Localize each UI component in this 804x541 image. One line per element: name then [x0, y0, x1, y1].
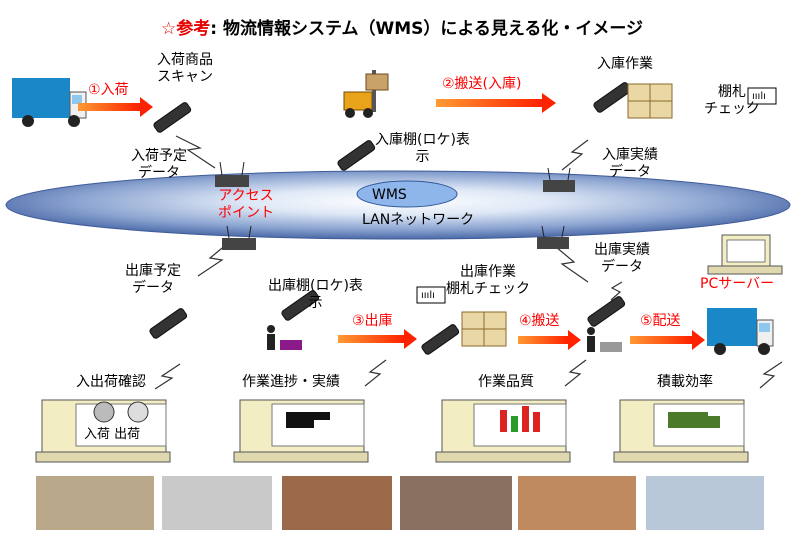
router-icon: [222, 225, 256, 250]
monitor-title: 積載効率: [657, 374, 713, 390]
inbound-plan-label: 入荷予定 データ: [131, 148, 187, 181]
wms-bubble: [356, 180, 458, 208]
step-delivery: ⑤配送: [640, 313, 681, 329]
arrow-transport-out: [518, 330, 581, 350]
pc-server-icon: [707, 234, 783, 275]
tag-box-icon: [747, 87, 777, 105]
wireless-links: [154, 135, 783, 390]
handheld-scanner-icon: [421, 324, 460, 355]
tag-icon-text: ııılı: [421, 290, 435, 301]
bar-chart-icon: [500, 406, 540, 432]
tag-box-icon: [416, 286, 446, 304]
outbound-plan-label: 出庫予定 データ: [125, 263, 181, 296]
step-inbound: ①入荷: [88, 82, 129, 98]
tag-check-in-label: 棚札 チェック: [704, 84, 760, 117]
stock-result-label: 入庫実績 データ: [602, 147, 658, 180]
arrow-transport-in: [436, 93, 556, 113]
title-text: : 物流情報システム（WMS）による見える化・イメージ: [210, 19, 643, 39]
arrow-inbound: [78, 97, 153, 117]
monitor-icon: [233, 399, 369, 463]
access-point-label: アクセス ポイント: [218, 188, 274, 221]
handheld-scanner-icon: [587, 296, 626, 327]
warehouse-photo: [36, 476, 154, 530]
forklift-icon: [343, 70, 389, 118]
shelf-boxes-icon: [627, 83, 673, 119]
warehouse-photo: [162, 476, 272, 530]
truck-inbound-icon: [12, 78, 87, 127]
router-icon: [543, 167, 575, 192]
step-transport-in: ②搬送(入庫): [442, 76, 522, 92]
warehouse-photo: [282, 476, 392, 530]
handheld-scanner-icon: [337, 140, 376, 171]
title-prefix: ☆参考: [160, 19, 211, 39]
scan-label: 入荷商品 スキャン: [157, 52, 213, 85]
router-icon: [215, 161, 249, 187]
pie-chart-icon: [93, 401, 149, 423]
monitor-title: 作業進捗・実績: [242, 374, 340, 390]
monitor-title: 作業品質: [478, 374, 534, 390]
page-title: ☆参考: 物流情報システム（WMS）による見える化・イメージ: [0, 14, 804, 39]
warehouse-photo: [400, 476, 512, 530]
location-in-label: 入庫棚(ロケ)表 示: [375, 132, 470, 165]
router-icon: [537, 225, 569, 249]
tag-icon-text: ııılı: [752, 91, 766, 102]
worker-cart-icon: [587, 327, 622, 352]
ship-work-label: 出庫作業 棚札チェック: [446, 264, 530, 297]
handheld-scanner-icon: [149, 308, 188, 339]
arrow-delivery: [630, 330, 705, 350]
pc-server-label: PCサーバー: [700, 276, 775, 292]
arrow-outbound: [338, 329, 417, 349]
handheld-scanner-icon: [593, 82, 632, 113]
handheld-scanner-icon: [153, 102, 192, 133]
location-out-label: 出庫棚(ロケ)表 示: [268, 278, 363, 311]
monitor-screen-text: 入荷 出荷: [84, 427, 141, 442]
shelf-boxes-icon: [461, 311, 507, 347]
step-transport-out: ④搬送: [519, 313, 560, 329]
worker-cart-icon: [267, 325, 302, 350]
monitor-icon: [613, 399, 749, 463]
stock-work-label: 入庫作業: [597, 56, 653, 72]
handheld-scanner-icon: [281, 290, 320, 321]
monitor-title: 入出荷確認: [76, 374, 146, 390]
ship-result-label: 出庫実績 データ: [594, 242, 650, 275]
warehouse-photo: [646, 476, 764, 530]
warehouse-photo: [518, 476, 636, 530]
truck-delivery-icon: [707, 308, 774, 355]
wms-label: WMS: [372, 187, 407, 203]
lan-label: LANネットワーク: [362, 212, 475, 228]
step-outbound: ③出庫: [352, 313, 393, 329]
